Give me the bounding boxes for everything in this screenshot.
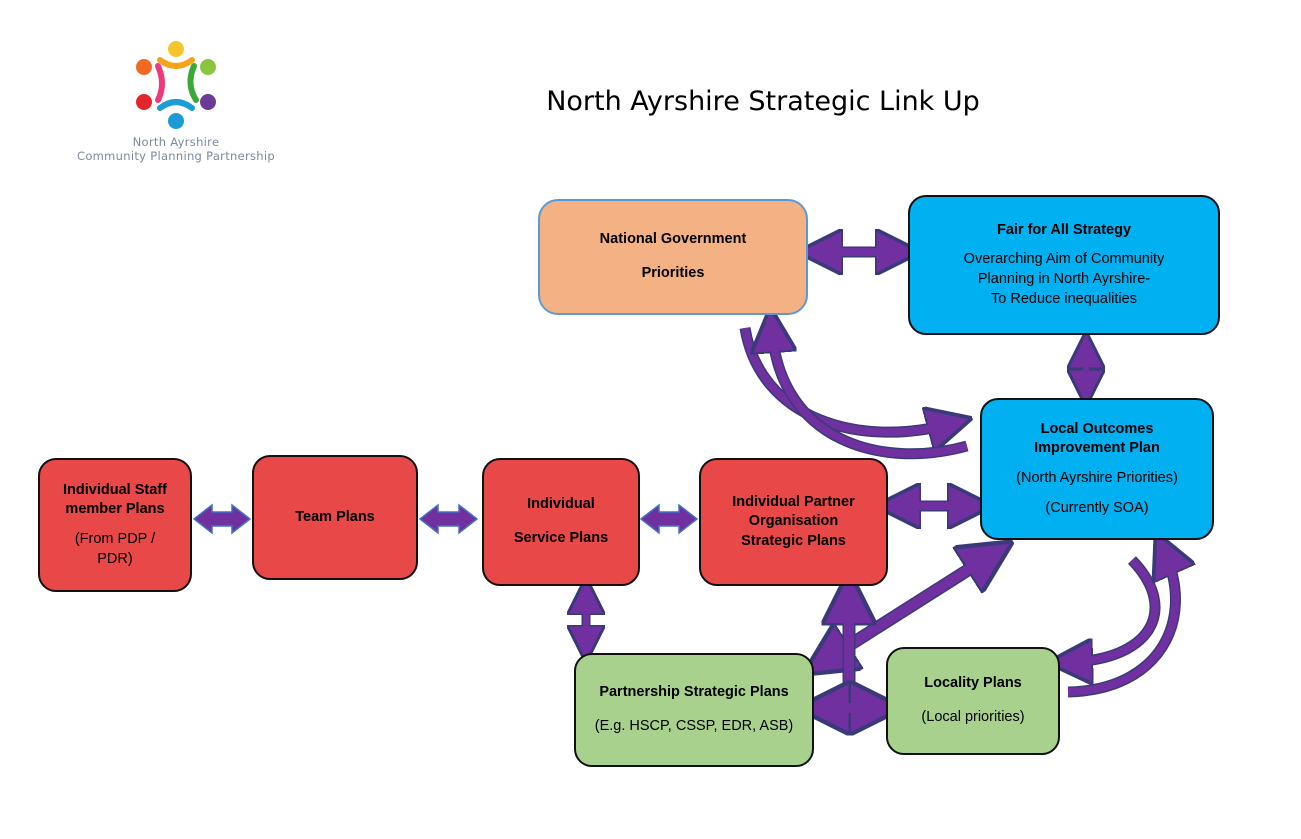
staff-line-4: PDR) <box>97 550 133 567</box>
team-line-1: Team Plans <box>295 508 375 525</box>
local-outcomes-box: Local Outcomes Improvement Plan (North A… <box>980 398 1214 540</box>
service-plans-box: Individual Service Plans <box>482 458 640 586</box>
service-line-1: Individual <box>527 496 595 513</box>
partner-line-2: Organisation <box>748 513 839 530</box>
locality-line-1: Locality Plans <box>924 675 1022 692</box>
block-arrow-service-partner <box>639 503 699 535</box>
locality-plans-box: Locality Plans (Local priorities) <box>886 647 1060 755</box>
staff-line-3: (From PDP / <box>74 531 156 547</box>
staff-plans-box: Individual Staff member Plans (From PDP … <box>38 458 192 592</box>
logo-line-1: North Ayrshire <box>132 135 220 149</box>
partner-line-1: Individual Partner <box>732 493 855 510</box>
fair-line-2: Planning in North Ayrshire- <box>977 271 1151 287</box>
partnership-line-1: Partnership Strategic Plans <box>599 684 789 701</box>
curved-arrows-loip-locality <box>1068 553 1175 698</box>
curved-arrows-national-loip <box>739 328 967 460</box>
loip-line-2: Improvement Plan <box>1034 440 1160 457</box>
team-plans-box: Team Plans <box>252 455 418 580</box>
fair-title: Fair for All Strategy <box>996 221 1132 238</box>
logo-icon <box>136 41 216 129</box>
service-line-2: Service Plans <box>513 530 609 546</box>
locality-line-2: (Local priorities) <box>921 709 1025 725</box>
partner-plans-box: Individual Partner Organisation Strategi… <box>699 458 888 586</box>
partnership-line-2: (E.g. HSCP, CSSP, EDR, ASB) <box>594 718 794 734</box>
loip-line-1: Local Outcomes <box>1040 420 1154 437</box>
block-arrow-staff-team <box>192 503 252 535</box>
logo-line-2: Community Planning Partnership <box>77 149 275 163</box>
partnership-plans-box: Partnership Strategic Plans (E.g. HSCP, … <box>574 653 814 767</box>
national-line-2: Priorities <box>641 265 705 281</box>
fair-line-3: To Reduce inequalities <box>991 290 1137 307</box>
loip-line-4: (Currently SOA) <box>1045 499 1149 516</box>
national-line-1: National Government <box>599 231 747 248</box>
loip-line-3: (North Ayrshire Priorities) <box>1016 470 1178 486</box>
partner-line-3: Strategic Plans <box>741 532 846 549</box>
staff-line-1: Individual Staff <box>63 481 167 498</box>
page-title: North Ayrshire Strategic Link Up <box>546 86 980 117</box>
staff-line-2: member Plans <box>65 501 165 518</box>
national-government-box: National Government Priorities <box>538 199 808 315</box>
block-arrow-team-service <box>418 503 479 535</box>
fair-line-1: Overarching Aim of Community <box>963 251 1165 268</box>
fair-for-all-box: Fair for All Strategy Overarching Aim of… <box>908 195 1220 335</box>
arrow-partner-partnership-locality <box>824 598 876 708</box>
